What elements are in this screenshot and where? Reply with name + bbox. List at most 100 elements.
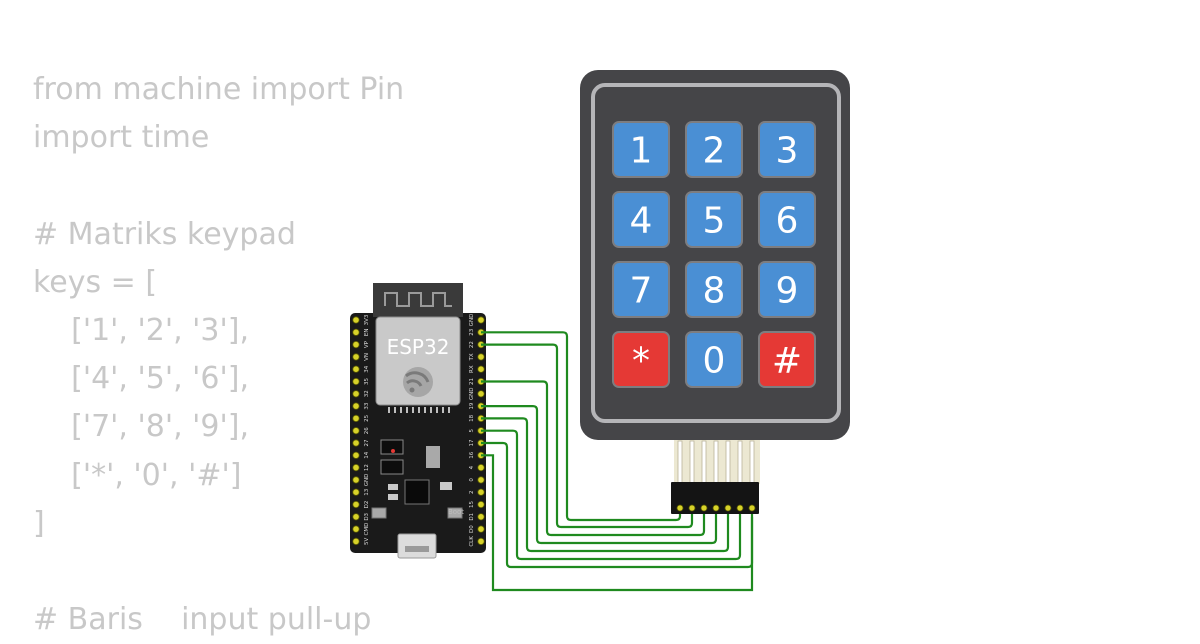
keypad-key-0[interactable]: 0 (685, 331, 743, 388)
header-pin[interactable] (352, 328, 360, 336)
keypad-pin[interactable] (748, 504, 756, 512)
header-pin[interactable] (352, 476, 360, 484)
key-cap (685, 331, 743, 388)
pin-label: EN (364, 329, 370, 337)
wire[interactable] (481, 380, 706, 537)
keypad-key-4[interactable]: 4 (612, 191, 670, 248)
header-pin[interactable] (352, 488, 360, 496)
code-line: import time (33, 120, 210, 156)
keypad-key-hash[interactable]: # (758, 331, 816, 388)
keypad-key-7[interactable]: 7 (612, 261, 670, 318)
keypad-key-star[interactable]: * (612, 331, 670, 388)
wire[interactable] (481, 429, 742, 561)
esp32-board[interactable]: ESP32 Boot (350, 283, 486, 559)
header-pin[interactable] (352, 525, 360, 533)
key-label: 4 (630, 201, 653, 242)
keypad-pin[interactable] (700, 504, 708, 512)
header-pin[interactable] (477, 390, 485, 398)
wire[interactable] (481, 454, 754, 592)
pin-label: 25 (364, 414, 370, 421)
key-label: 8 (703, 271, 726, 312)
keypad-header-pins (676, 504, 756, 512)
pin-label: 15 (469, 501, 475, 508)
pin-label: 16 (469, 451, 475, 458)
header-pin[interactable] (352, 377, 360, 386)
esp32-label: ESP32 (387, 335, 450, 359)
header-pin[interactable] (352, 451, 360, 459)
key-cap (758, 331, 816, 388)
header-pin[interactable] (477, 488, 485, 496)
header-pin[interactable] (352, 463, 360, 472)
header-pin[interactable] (477, 525, 485, 533)
wire[interactable] (481, 331, 682, 522)
pin-label: 0 (469, 478, 475, 482)
keypad-pin[interactable] (688, 504, 696, 512)
code-line: # Matriks keypad (33, 216, 296, 252)
pin-label: 33 (364, 402, 370, 409)
key-label: # (772, 341, 802, 382)
key-cap (612, 191, 670, 248)
key-cap (685, 261, 743, 318)
header-pin[interactable] (477, 365, 485, 373)
key-cap (612, 121, 670, 178)
keypad-key-2[interactable]: 2 (685, 121, 743, 178)
code-line: ['*', '0', '#'] (33, 457, 242, 493)
module-pads (388, 407, 450, 413)
espressif-logo-icon (403, 367, 433, 397)
header-pin[interactable] (477, 500, 485, 509)
header-pin[interactable] (477, 463, 485, 472)
header-pin[interactable] (352, 513, 360, 521)
pin-label: 17 (469, 439, 475, 446)
header-pin[interactable] (352, 500, 360, 509)
esp32-left-pin-header: 3V3ENVPVN343532332526271412GND13D2D3CMD5… (352, 314, 370, 546)
esp32-antenna (373, 283, 463, 317)
keypad-pin[interactable] (736, 504, 744, 512)
keypad-pin[interactable] (712, 504, 720, 512)
pin-label: 18 (469, 414, 475, 421)
wire[interactable] (481, 343, 694, 529)
code-line: keys = [ (33, 264, 158, 300)
header-pin[interactable] (352, 427, 360, 435)
header-pin[interactable] (352, 414, 360, 422)
header-pin[interactable] (352, 353, 360, 361)
pin-label: D1 (469, 513, 475, 521)
key-label: 0 (703, 341, 726, 382)
keypad-key-1[interactable]: 1 (612, 121, 670, 178)
header-pin[interactable] (477, 513, 485, 521)
header-pin[interactable] (352, 390, 360, 398)
header-pin[interactable] (477, 476, 485, 484)
key-cap (758, 121, 816, 178)
key-cap (685, 121, 743, 178)
keypad-ribbon-cable (674, 440, 760, 484)
wire[interactable] (481, 405, 718, 545)
header-pin[interactable] (352, 537, 360, 546)
pin-label: 26 (364, 427, 370, 434)
keypad-key-9[interactable]: 9 (758, 261, 816, 318)
pin-label: 19 (469, 402, 475, 409)
pin-label: 2 (469, 490, 475, 494)
key-cap (758, 261, 816, 318)
esp32-module-shield (375, 316, 461, 406)
header-pin[interactable] (352, 340, 360, 349)
pin-label: CMD (364, 523, 370, 536)
wire[interactable] (481, 417, 730, 553)
keypad-key-8[interactable]: 8 (685, 261, 743, 318)
pin-label: D3 (364, 512, 370, 520)
header-pin[interactable] (352, 402, 360, 410)
keypad-key-6[interactable]: 6 (758, 191, 816, 248)
circuit-diagram: ESP32 Boot (350, 70, 850, 592)
keypad-pin[interactable] (724, 504, 732, 512)
keypad-pin[interactable] (676, 504, 684, 512)
pin-label: VN (364, 353, 370, 361)
header-pin[interactable] (352, 316, 360, 324)
header-pin[interactable] (352, 365, 360, 373)
code-line: from machine import Pin (33, 72, 405, 107)
header-pin[interactable] (477, 537, 485, 546)
keypad-key-5[interactable]: 5 (685, 191, 743, 248)
header-pin[interactable] (477, 316, 485, 324)
header-pin[interactable] (477, 353, 485, 361)
header-pin[interactable] (352, 439, 360, 447)
keypad-key-3[interactable]: 3 (758, 121, 816, 178)
pin-label: GND (469, 387, 475, 400)
